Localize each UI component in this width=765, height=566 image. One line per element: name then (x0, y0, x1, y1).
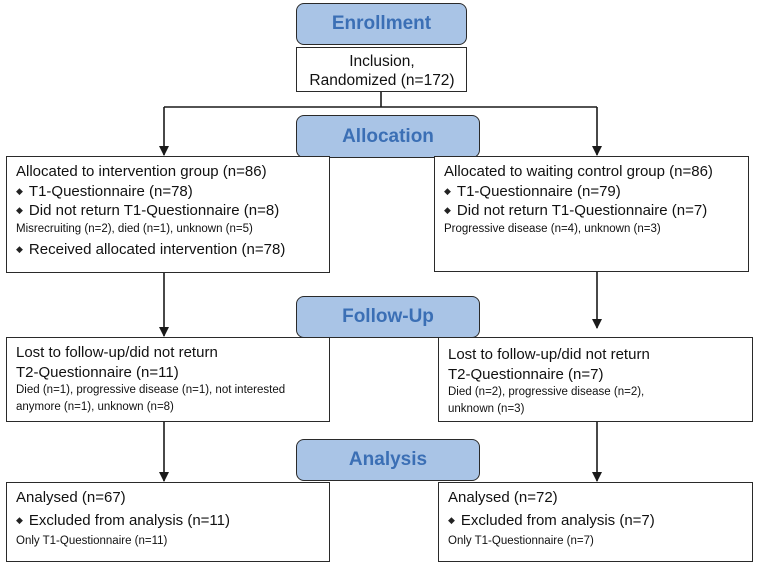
stage-label-allocation: Allocation (342, 125, 434, 147)
intervention-analysis-box: Analysed (n=67) Excluded from analysis (… (6, 482, 330, 562)
control-t1-questionnaire: T1-Questionnaire (n=79) (444, 182, 740, 202)
inclusion-line-1: Inclusion, (349, 53, 415, 70)
intervention-excluded: Excluded from analysis (n=11) (16, 511, 321, 531)
control-excluded: Excluded from analysis (n=7) (448, 511, 744, 531)
intervention-analysed: Analysed (n=67) (16, 489, 126, 506)
control-allocation-box: Allocated to waiting control group (n=86… (434, 156, 749, 272)
stage-header-follow-up: Follow-Up (296, 296, 480, 338)
control-analysis-box: Analysed (n=72) Excluded from analysis (… (438, 482, 753, 562)
control-followup-title-1: Lost to follow-up/did not return (448, 346, 650, 363)
intervention-not-returned-reasons: Misrecruiting (n=2), died (n=1), unknown… (16, 222, 253, 235)
control-allocation-title: Allocated to waiting control group (n=86… (444, 163, 713, 180)
stage-header-allocation: Allocation (296, 115, 480, 158)
control-analysed: Analysed (n=72) (448, 489, 558, 506)
inclusion-line-2: Randomized (n=172) (309, 72, 455, 90)
control-followup-box: Lost to follow-up/did not return T2-Ques… (438, 337, 753, 422)
stage-label-enrollment: Enrollment (331, 13, 432, 34)
stage-label-analysis: Analysis (348, 449, 428, 470)
intervention-t1-questionnaire: T1-Questionnaire (n=78) (16, 182, 321, 202)
intervention-allocation-box: Allocated to intervention group (n=86) T… (6, 156, 330, 273)
intervention-followup-title-2: T2-Questionnaire (n=11) (16, 363, 179, 381)
control-not-returned: Did not return T1-Questionnaire (n=7) (444, 201, 740, 221)
intervention-received: Received allocated intervention (n=78) (16, 240, 321, 260)
inclusion-box: Inclusion, Randomized (n=172) (296, 47, 467, 92)
stage-header-analysis: Analysis (296, 439, 480, 481)
intervention-excluded-note: Only T1-Questionnaire (n=11) (16, 535, 168, 547)
intervention-allocation-title: Allocated to intervention group (n=86) (16, 163, 267, 180)
control-followup-reasons: Died (n=2), progressive disease (n=2), u… (448, 386, 645, 415)
stage-header-enrollment: Enrollment (296, 3, 467, 45)
intervention-followup-title-1: Lost to follow-up/did not return (16, 344, 218, 361)
control-excluded-note: Only T1-Questionnaire (n=7) (448, 535, 594, 547)
intervention-followup-reasons: Died (n=1), progressive disease (n=1), n… (16, 384, 286, 413)
intervention-not-returned: Did not return T1-Questionnaire (n=8) (16, 201, 321, 221)
control-not-returned-reasons: Progressive disease (n=4), unknown (n=3) (444, 222, 661, 235)
intervention-followup-box: Lost to follow-up/did not return T2-Ques… (6, 337, 330, 422)
stage-label-follow-up: Follow-Up (342, 306, 434, 327)
control-followup-title-2: T2-Questionnaire (n=7) (448, 365, 604, 383)
